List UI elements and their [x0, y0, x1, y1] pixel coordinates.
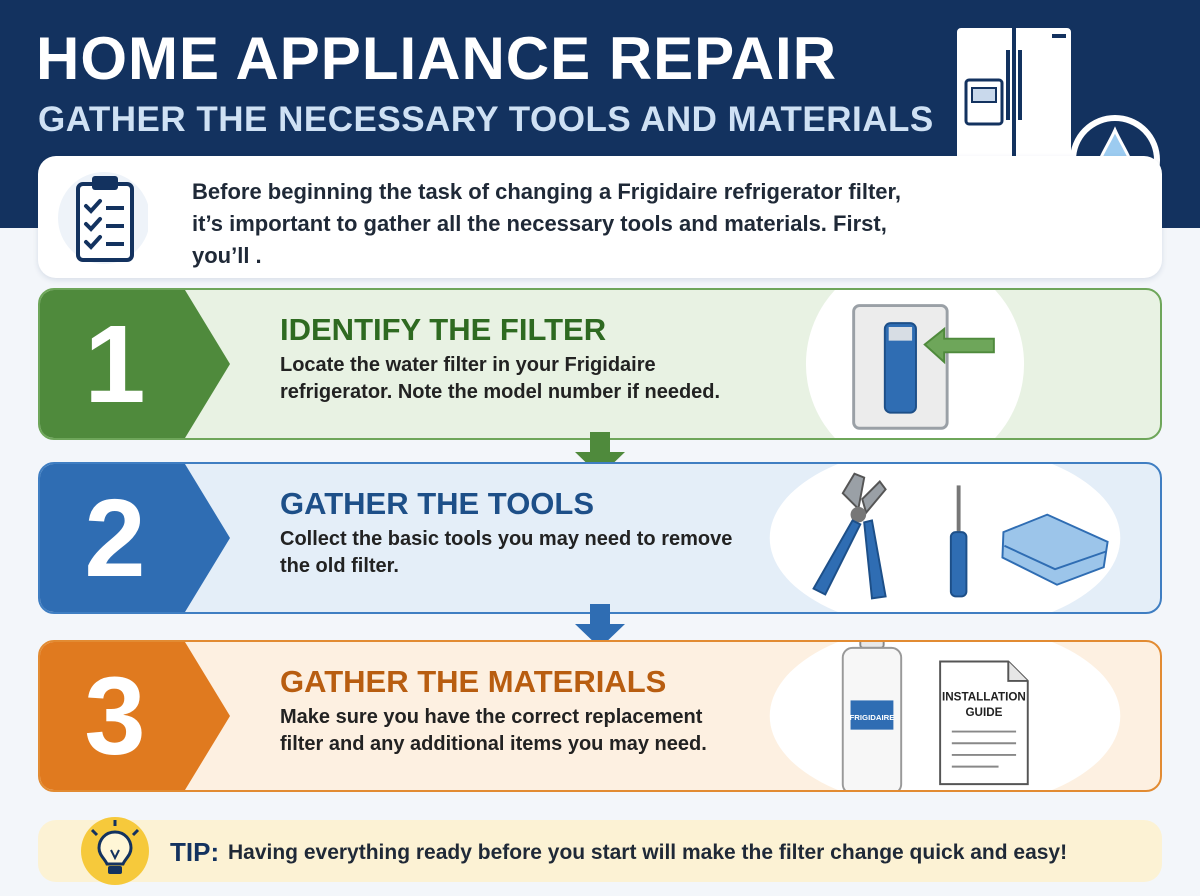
step-badge-1 — [40, 290, 230, 438]
step-number-3: 3 — [84, 654, 146, 778]
screwdriver-icon — [949, 485, 968, 598]
step-card-3: 3 GATHER THE MATERIALS Make sure you hav… — [38, 640, 1162, 792]
step-description-3: Make sure you have the correct replaceme… — [280, 706, 707, 755]
step-title-1: IDENTIFY THE FILTER — [280, 312, 607, 347]
step-card-2: 2 GATHER THE TOOLS Collect the basic too… — [38, 462, 1162, 614]
tools-illustration — [769, 464, 1121, 612]
step-badge-2 — [40, 464, 230, 612]
bottle-brand-label: FRIGIDAIRE — [850, 713, 895, 722]
page-title: HOME APPLIANCE REPAIR — [36, 25, 838, 92]
intro-card: Before beginning the task of changing a … — [38, 156, 1162, 278]
step-number-1: 1 — [84, 302, 146, 426]
replacement-filter-icon: FRIGIDAIRE — [841, 642, 903, 790]
step-number-2: 2 — [84, 476, 146, 600]
step-description-1: Locate the water filter in your Frigidai… — [280, 354, 721, 403]
step-badge-3 — [40, 642, 230, 790]
tip-bar: TIP: Having everything ready before you … — [38, 817, 1162, 885]
down-arrow-icon — [575, 432, 625, 476]
cloth-icon — [1001, 513, 1109, 586]
pliers-icon — [812, 472, 887, 600]
step-description-2: Collect the basic tools you may need to … — [280, 528, 733, 577]
materials-illustration: FRIGIDAIRE INSTALLATION GUIDE — [769, 642, 1121, 790]
step-title-2: GATHER THE TOOLS — [280, 486, 595, 521]
installation-guide-icon: INSTALLATION GUIDE — [939, 660, 1029, 786]
tip-text: Having everything ready before you start… — [228, 841, 1068, 864]
guide-title-line2: GUIDE — [965, 706, 1002, 719]
tip-label: TIP: — [170, 837, 220, 867]
down-arrow-icon — [575, 604, 625, 648]
clipboard-checklist-icon — [58, 172, 148, 264]
lightbulb-icon — [81, 817, 149, 885]
intro-text: Before beginning the task of changing a … — [192, 179, 902, 268]
step-card-1: 1 IDENTIFY THE FILTER Locate the water f… — [38, 288, 1162, 440]
guide-title-line1: INSTALLATION — [942, 690, 1026, 703]
page-subtitle: GATHER THE NECESSARY TOOLS AND MATERIALS — [38, 100, 934, 139]
step-title-3: GATHER THE MATERIALS — [280, 664, 667, 699]
filter-location-illustration — [805, 290, 1025, 438]
